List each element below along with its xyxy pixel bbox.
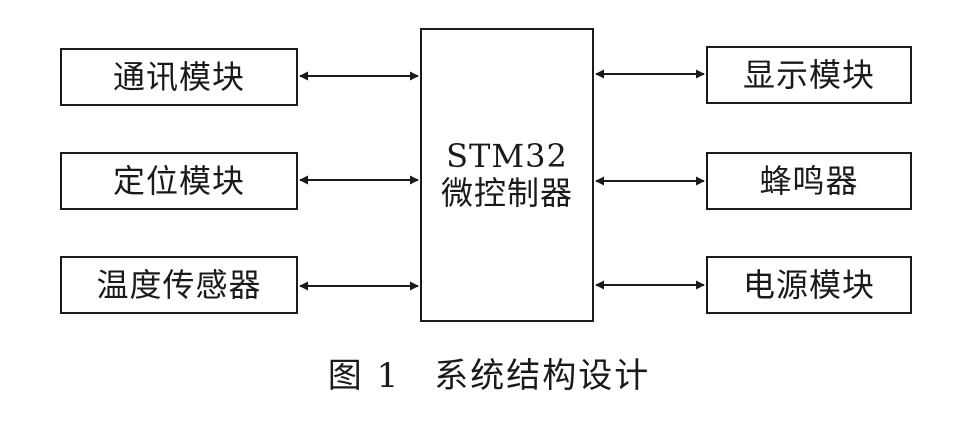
mcu-label-line2: 微控制器 <box>440 174 573 212</box>
figure-title: 系统结构设计 <box>434 356 651 396</box>
power-module-label: 电源模块 <box>742 266 875 304</box>
figure-number: 图 1 <box>327 356 401 396</box>
temperature-sensor-label: 温度传感器 <box>96 266 262 304</box>
display-module-label: 显示模块 <box>742 56 875 94</box>
buzzer-box: 蜂鸣器 <box>706 152 912 210</box>
comm-module-label: 通讯模块 <box>112 58 245 96</box>
positioning-module-label: 定位模块 <box>112 162 245 200</box>
buzzer-label: 蜂鸣器 <box>759 162 859 200</box>
temperature-sensor-box: 温度传感器 <box>60 256 298 314</box>
positioning-module-box: 定位模块 <box>60 152 298 210</box>
power-module-box: 电源模块 <box>706 256 912 314</box>
mcu-box: STM32 微控制器 <box>420 28 594 322</box>
display-module-box: 显示模块 <box>706 46 912 104</box>
mcu-label-line1: STM32 <box>446 137 568 176</box>
comm-module-box: 通讯模块 <box>60 48 298 106</box>
figure-caption: 图 1 系统结构设计 <box>0 348 978 397</box>
